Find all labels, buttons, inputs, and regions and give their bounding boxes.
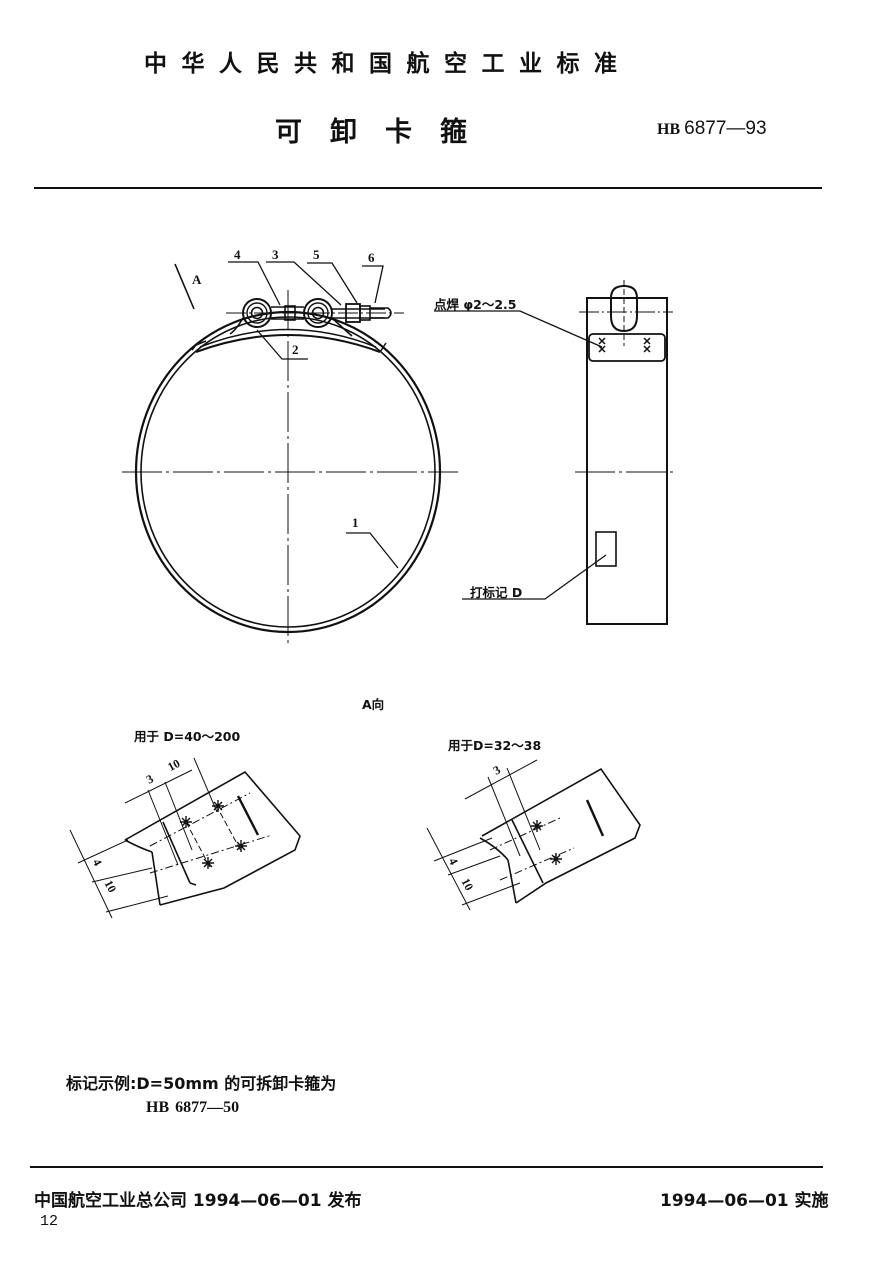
- right-detail-caption: 用于D=32～38: [448, 738, 542, 753]
- marking-example-line1: 标记示例:D=50mm 的可拆卸卡箍为: [66, 1074, 337, 1093]
- marking-example-prefix: HB: [146, 1099, 170, 1116]
- standard-code: 6877—93: [684, 118, 767, 139]
- callout-1: 1: [352, 515, 359, 530]
- callout-3: 3: [272, 247, 279, 262]
- left-detail-caption: 用于 D=40～200: [134, 729, 241, 744]
- doc-title: 可卸卡箍: [275, 117, 495, 148]
- view-a-detail-large: [69, 757, 301, 919]
- marking-example-line2: HB 6877—50: [146, 1099, 245, 1117]
- issuer-info: 中国航空工业总公司 1994—06—01 发布: [34, 1191, 362, 1211]
- footer-rule: [30, 1166, 823, 1168]
- marking-example-code: 6877—50: [175, 1099, 240, 1116]
- clamp-front-view: [122, 261, 458, 643]
- callout-5: 5: [313, 247, 320, 262]
- effective-date: 1994—06—01 实施: [660, 1191, 829, 1211]
- page-number: 12: [40, 1213, 59, 1230]
- spot-weld-note: 点焊 φ2～2.5: [434, 297, 517, 312]
- clamp-side-view: [434, 280, 677, 625]
- callout-6: 6: [368, 250, 375, 265]
- marking-note: 打标记 D: [470, 585, 523, 600]
- view-direction-label: A: [192, 272, 202, 287]
- header-rule: [34, 187, 822, 189]
- standard-prefix: HB: [657, 121, 681, 138]
- callout-4: 4: [234, 247, 241, 262]
- org-title: 中华人民共和国航空工业标准: [144, 51, 632, 77]
- view-a-detail-small: [426, 759, 641, 911]
- view-a-title: A向: [362, 697, 385, 712]
- callout-2: 2: [292, 342, 299, 357]
